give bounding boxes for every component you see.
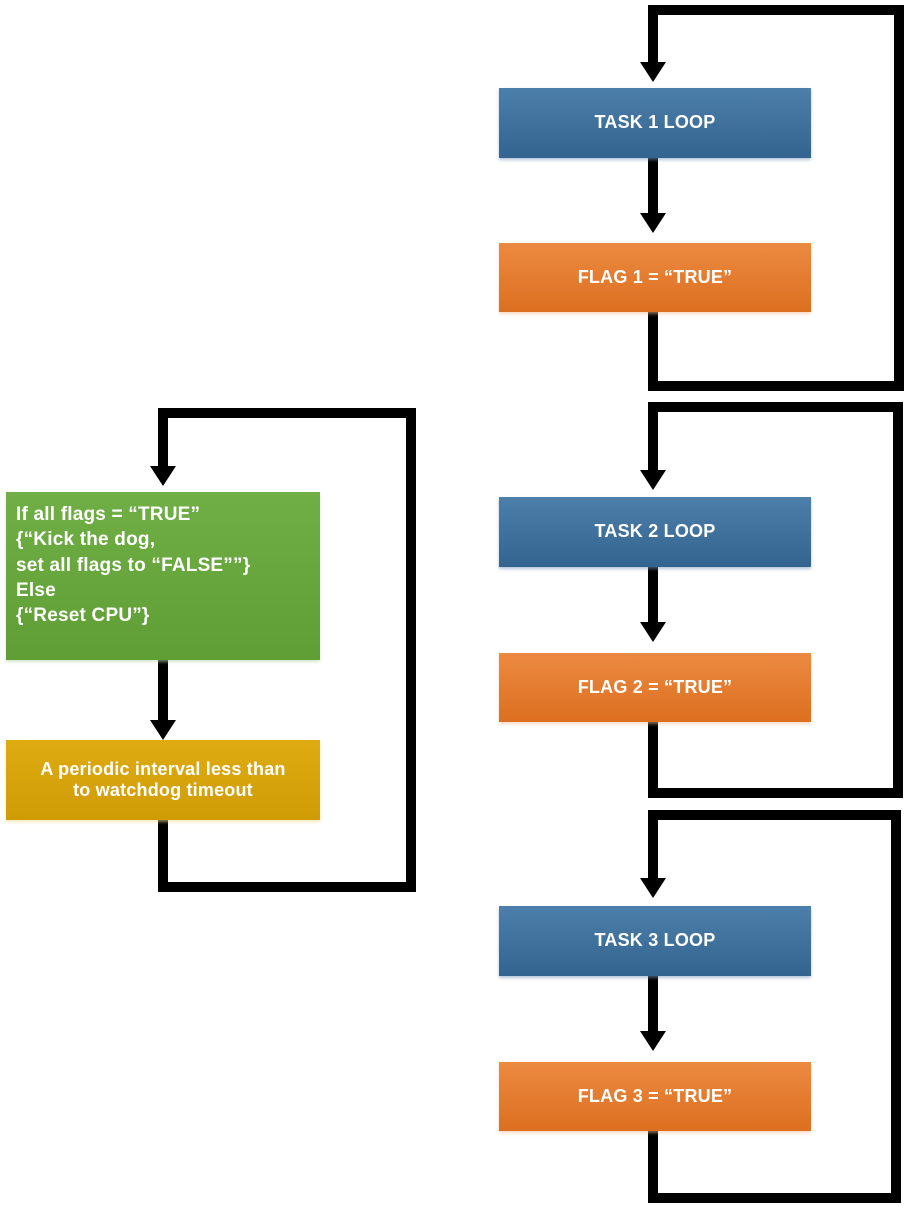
task3-to-flag3-arrowhead bbox=[640, 1031, 666, 1051]
watchdog-loop-top-segment bbox=[158, 408, 416, 418]
node-periodic-interval[interactable]: A periodic interval less than to watchdo… bbox=[6, 740, 320, 820]
node-watchdog-decision[interactable]: If all flags = “TRUE” {“Kick the dog, se… bbox=[6, 492, 320, 660]
task2-loop-entry-segment bbox=[648, 402, 658, 470]
task3-loop-down-segment bbox=[648, 1123, 658, 1203]
node-task-2-loop[interactable]: TASK 2 LOOP bbox=[499, 497, 811, 567]
node-task-2-loop-label: TASK 2 LOOP bbox=[594, 521, 716, 542]
task3-loop-bottom-segment bbox=[648, 1193, 901, 1203]
node-flag-2-label: FLAG 2 = “TRUE” bbox=[577, 676, 733, 697]
node-task-3-loop-label: TASK 3 LOOP bbox=[594, 930, 716, 951]
task1-loop-bottom-segment bbox=[648, 381, 904, 391]
task3-to-flag3-segment bbox=[648, 975, 658, 1031]
watchdog-loop-down-segment bbox=[158, 814, 168, 892]
watchdog-loop-bottom-segment bbox=[158, 882, 416, 892]
node-watchdog-decision-label: If all flags = “TRUE” {“Kick the dog, se… bbox=[16, 504, 251, 627]
task1-loop-right-segment bbox=[894, 5, 904, 391]
task1-to-flag1-arrowhead bbox=[640, 213, 666, 233]
task2-loop-down-segment bbox=[648, 714, 658, 798]
task1-loop-top-segment bbox=[648, 5, 904, 15]
node-flag-2[interactable]: FLAG 2 = “TRUE” bbox=[499, 653, 811, 722]
node-task-1-loop-label: TASK 1 LOOP bbox=[594, 112, 716, 133]
task1-loop-down-segment bbox=[648, 305, 658, 391]
task2-loop-bottom-segment bbox=[648, 788, 903, 798]
node-task-3-loop[interactable]: TASK 3 LOOP bbox=[499, 906, 811, 976]
node-periodic-interval-label: A periodic interval less than to watchdo… bbox=[40, 758, 286, 800]
task3-loop-top-segment bbox=[648, 810, 901, 820]
task2-loop-top-segment bbox=[648, 402, 903, 412]
node-task-1-loop[interactable]: TASK 1 LOOP bbox=[499, 88, 811, 158]
watchdog-loop-right-segment bbox=[406, 408, 416, 892]
task1-entry-arrowhead bbox=[640, 62, 666, 82]
task3-entry-arrowhead bbox=[640, 878, 666, 898]
decision-to-timer-segment bbox=[158, 659, 168, 720]
watchdog-loop-entry-segment bbox=[158, 408, 168, 466]
task3-loop-right-segment bbox=[891, 810, 901, 1203]
task1-to-flag1-segment bbox=[648, 157, 658, 213]
task1-loop-entry-segment bbox=[648, 5, 658, 62]
node-flag-1[interactable]: FLAG 1 = “TRUE” bbox=[499, 243, 811, 312]
task2-entry-arrowhead bbox=[640, 470, 666, 490]
task2-to-flag2-segment bbox=[648, 566, 658, 622]
task2-loop-right-segment bbox=[893, 402, 903, 798]
node-flag-3-label: FLAG 3 = “TRUE” bbox=[577, 1085, 733, 1106]
task3-loop-entry-segment bbox=[648, 810, 658, 878]
task2-to-flag2-arrowhead bbox=[640, 622, 666, 642]
decision-to-timer-arrowhead bbox=[150, 720, 176, 740]
node-flag-3[interactable]: FLAG 3 = “TRUE” bbox=[499, 1062, 811, 1131]
node-flag-1-label: FLAG 1 = “TRUE” bbox=[577, 266, 733, 287]
watchdog-entry-arrowhead bbox=[150, 466, 176, 486]
